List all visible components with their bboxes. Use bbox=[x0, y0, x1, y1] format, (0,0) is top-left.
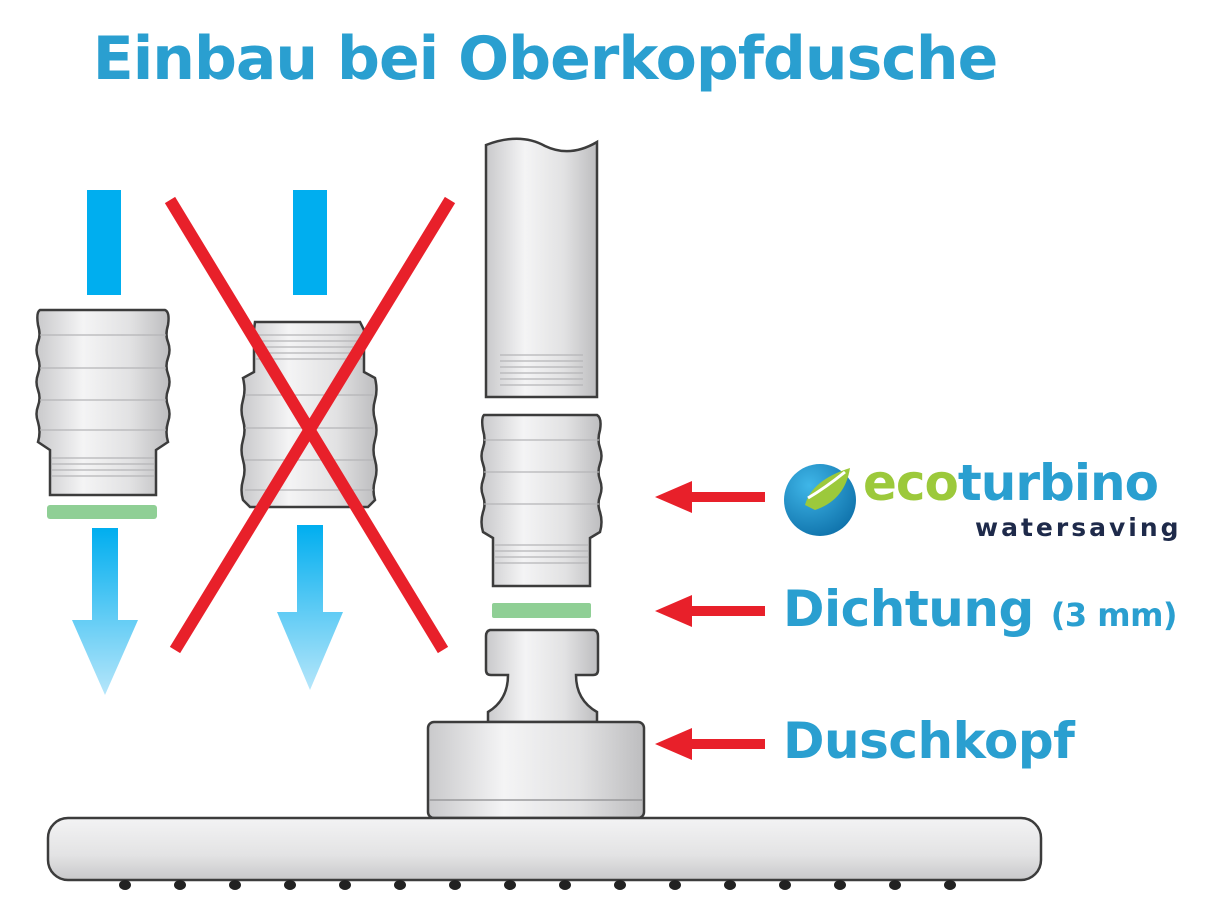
logo-wordmark: ecoturbino bbox=[863, 454, 1159, 512]
pointer-arrow-ecoturbino bbox=[655, 481, 765, 513]
flow-arrow-top-middle bbox=[293, 190, 327, 295]
adapter-left bbox=[35, 308, 171, 497]
red-cross bbox=[164, 196, 456, 654]
seal-left bbox=[47, 505, 157, 519]
shower-pipe bbox=[484, 137, 599, 399]
label-dichtung-size: (3 mm) bbox=[1050, 596, 1178, 634]
ecoturbino-adapter bbox=[480, 413, 603, 588]
shower-head-connector bbox=[484, 628, 600, 724]
pointer-arrow-duschkopf bbox=[655, 728, 765, 760]
shower-head-plate bbox=[46, 816, 1043, 890]
flow-arrow-bottom-left bbox=[72, 528, 138, 695]
label-dichtung-text: Dichtung bbox=[783, 580, 1034, 638]
flow-arrow-bottom-middle bbox=[277, 525, 343, 690]
pointer-arrow-dichtung bbox=[655, 595, 765, 627]
logo-turbino-text: turbino bbox=[957, 454, 1159, 512]
ecoturbino-logo: ecoturbino watersaving bbox=[783, 454, 1183, 552]
flow-arrow-top-left bbox=[87, 190, 121, 295]
seal-right bbox=[492, 603, 591, 618]
shower-head-body bbox=[426, 720, 646, 820]
logo-tagline: watersaving bbox=[975, 513, 1182, 542]
logo-drop-icon bbox=[784, 464, 856, 536]
page-title: Einbau bei Oberkopfdusche bbox=[92, 24, 999, 94]
logo-eco-text: eco bbox=[863, 454, 959, 512]
label-duschkopf: Duschkopf bbox=[783, 712, 1075, 770]
label-dichtung: Dichtung (3 mm) bbox=[783, 580, 1178, 638]
